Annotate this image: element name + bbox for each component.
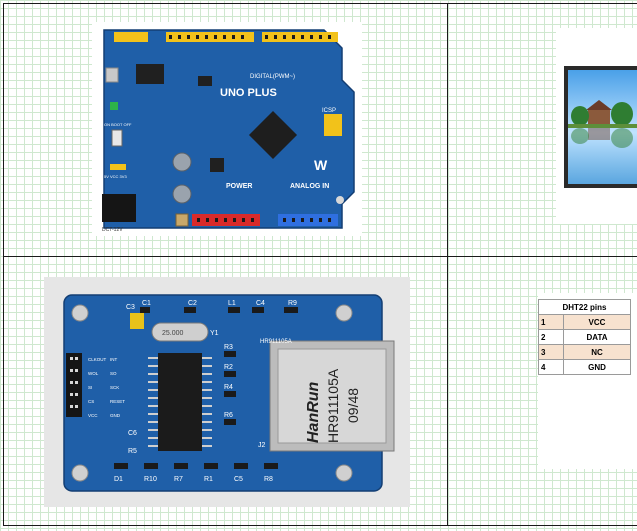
uno-power-label: POWER [226, 183, 252, 190]
uno-icsp-label: ICSP [322, 108, 336, 114]
label-c4: C4 [256, 300, 265, 307]
uno-board-photo: DIGITAL(PWM~) UNO PLUS ICSP ON BOOT OFF … [92, 22, 362, 236]
label-r3: R3 [224, 344, 233, 351]
label-j2: J2 [258, 442, 266, 449]
label-r8: R8 [264, 476, 273, 483]
lcd-photo [556, 28, 637, 224]
label-r6: R6 [224, 412, 233, 419]
pin-number: 4 [538, 359, 564, 375]
ethernet-board-illustration: CLKOUT WOL SO SCK CS INT SI RESET VCC GN… [63, 294, 395, 492]
rj45-model: HR911105A [325, 368, 341, 443]
label-c1: C1 [142, 300, 151, 307]
pin-name: DATA [563, 329, 631, 345]
table-row: 4 GND [538, 359, 631, 375]
pin-label-cs: CS [88, 399, 94, 404]
label-r4: R4 [224, 384, 233, 391]
label-r10: R10 [144, 476, 157, 483]
label-hr911105a: HR911105A [260, 339, 292, 345]
crystal-label: 25.000 [162, 330, 184, 337]
label-y1: Y1 [210, 330, 219, 337]
label-c5: C5 [234, 476, 243, 483]
pin-name: GND [563, 359, 631, 375]
cell-dht22-pins: DHT22 pins 1 VCC 2 DATA 3 NC 4 GND [447, 256, 637, 526]
lcd-illustration [564, 66, 637, 188]
label-d1: D1 [114, 476, 123, 483]
pin-name: NC [563, 344, 631, 360]
pin-label-gnd: GND [110, 413, 121, 418]
label-r2: R2 [224, 364, 233, 371]
dht22-pin-table: DHT22 pins 1 VCC 2 DATA 3 NC 4 GND [538, 299, 631, 375]
table-row: 3 NC [538, 344, 631, 360]
pin-number: 3 [538, 344, 564, 360]
dht22-title: DHT22 pins [538, 299, 631, 315]
rj45-brand: HanRun [305, 381, 322, 443]
label-r1: R1 [204, 476, 213, 483]
uno-switch-label: ON BOOT OFF [104, 122, 132, 127]
label-r5: R5 [128, 448, 137, 455]
pin-label-int: INT [110, 357, 118, 362]
pin-label-reset: RESET [110, 399, 125, 404]
pin-label-sck: SCK [110, 385, 119, 390]
label-r9: R9 [288, 300, 297, 307]
ethernet-board-photo: CLKOUT WOL SO SCK CS INT SI RESET VCC GN… [44, 277, 410, 507]
pin-label-clkout: CLKOUT [88, 357, 107, 362]
cell-lcd-display [447, 3, 637, 257]
label-c6: C6 [128, 430, 137, 437]
uno-analog-label: ANALOG IN [290, 183, 329, 190]
pin-label-wol: WOL [88, 371, 99, 376]
uno-brand-logo: W [314, 157, 328, 173]
pin-label-so: SO [110, 371, 117, 376]
uno-model-label: UNO PLUS [220, 87, 277, 99]
pin-label-vcc: VCC [88, 413, 98, 418]
pin-label-si: SI [88, 385, 92, 390]
label-l1: L1 [228, 300, 236, 307]
table-row: 2 DATA [538, 329, 631, 345]
uno-dc-label: DC7-12V [102, 227, 123, 233]
label-c3: C3 [126, 304, 135, 311]
pin-number: 1 [538, 314, 564, 330]
uno-board-illustration: DIGITAL(PWM~) UNO PLUS ICSP ON BOOT OFF … [102, 29, 355, 233]
cell-ethernet-board: CLKOUT WOL SO SCK CS INT SI RESET VCC GN… [3, 256, 448, 526]
uno-digital-label: DIGITAL(PWM~) [250, 74, 295, 80]
label-r7: R7 [174, 476, 183, 483]
pin-number: 2 [538, 329, 564, 345]
uno-voltage-label: 5V VCC 3V3 [104, 174, 127, 179]
table-row: 1 VCC [538, 314, 631, 330]
label-c2: C2 [188, 300, 197, 307]
cell-uno-board: DIGITAL(PWM~) UNO PLUS ICSP ON BOOT OFF … [3, 3, 448, 257]
pin-name: VCC [563, 314, 631, 330]
rj45-date: 09/48 [345, 388, 361, 423]
